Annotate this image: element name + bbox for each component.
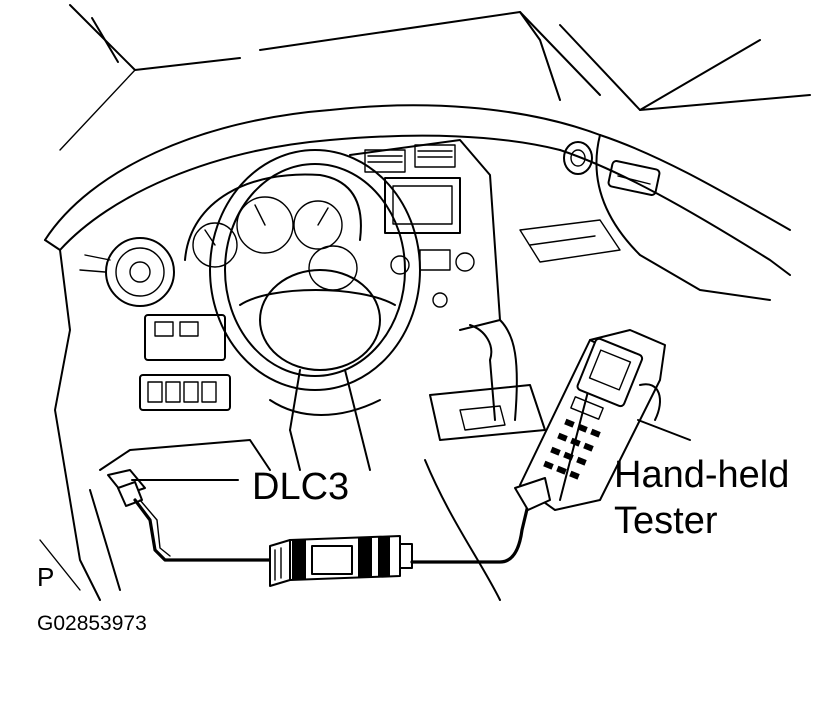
cable-adapter: [269, 535, 413, 587]
tester-label-line-2: Tester: [614, 500, 718, 542]
tester-label-line-1: Hand-held: [614, 454, 790, 496]
dlc3-label: DLC3: [252, 466, 350, 508]
center-console: [349, 139, 501, 331]
tester-keypad: [543, 396, 604, 480]
figure-code: G02853973: [37, 612, 147, 635]
lower-dash-panel: [39, 439, 271, 601]
left-air-vent: [79, 237, 175, 307]
hand-held-tester-label: Hand-held Tester: [614, 452, 789, 544]
view-letter: P: [37, 562, 55, 592]
steering-wheel: [209, 149, 421, 471]
right-air-vents: [563, 141, 661, 196]
tester-leader-line: [637, 419, 691, 441]
dashboard-outline: [44, 104, 791, 471]
tester-cable: [410, 503, 530, 564]
dlc3-connector: [107, 469, 272, 562]
shift-lever: [424, 319, 546, 601]
left-switch-panel: [139, 314, 231, 411]
hand-held-tester: [514, 329, 666, 511]
windshield-frame: [59, 4, 811, 151]
